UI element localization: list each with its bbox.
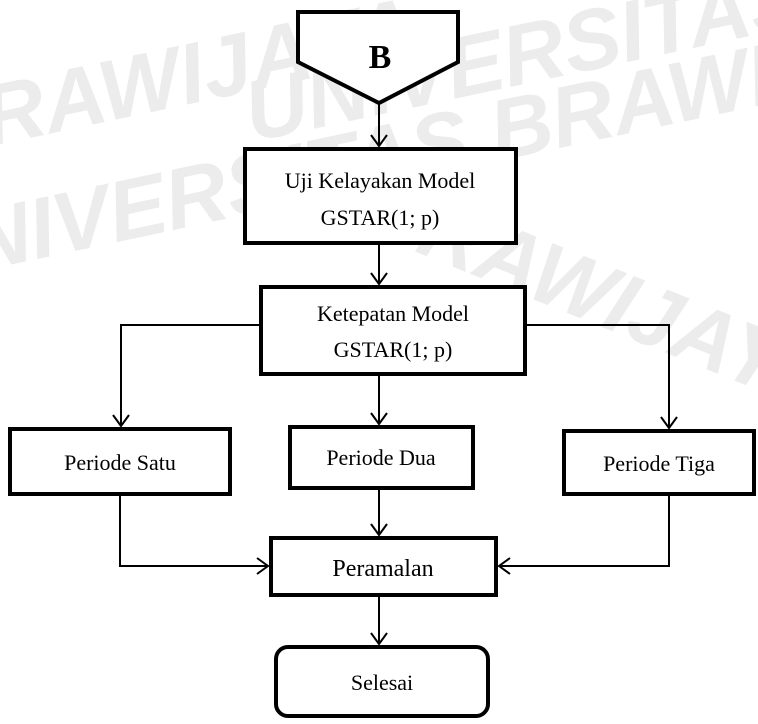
- uji-kelayakan-box: Uji Kelayakan Model GSTAR(1; p): [243, 147, 518, 245]
- connector-b-label: B: [369, 39, 392, 76]
- arrow-ketepatan-to-periode-tiga: [525, 324, 678, 430]
- peramalan-label: Peramalan: [332, 556, 433, 582]
- arrow-ketepatan-to-periode-satu: [112, 324, 261, 428]
- periode-satu-label: Periode Satu: [64, 450, 176, 475]
- arrow-periode-satu-to-peramalan: [119, 494, 270, 575]
- periode-dua-box: Periode Dua: [288, 425, 475, 490]
- periode-satu-box: Periode Satu: [8, 427, 232, 496]
- periode-tiga-label: Periode Tiga: [603, 451, 715, 476]
- periode-tiga-box: Periode Tiga: [562, 429, 756, 496]
- ketepatan-box: Ketepatan Model GSTAR(1; p): [259, 285, 527, 376]
- peramalan-box: Peramalan: [269, 536, 498, 597]
- connector-b: B: [296, 10, 460, 106]
- uji-kelayakan-line-1: Uji Kelayakan Model: [285, 168, 476, 193]
- selesai-terminator: Selesai: [274, 645, 490, 718]
- periode-dua-label: Periode Dua: [326, 445, 436, 470]
- selesai-label: Selesai: [351, 670, 413, 695]
- arrow-periode-tiga-to-peramalan: [497, 494, 670, 575]
- ketepatan-line-2: GSTAR(1; p): [334, 337, 453, 362]
- uji-kelayakan-line-2: GSTAR(1; p): [321, 205, 440, 230]
- ketepatan-line-1: Ketepatan Model: [317, 301, 469, 326]
